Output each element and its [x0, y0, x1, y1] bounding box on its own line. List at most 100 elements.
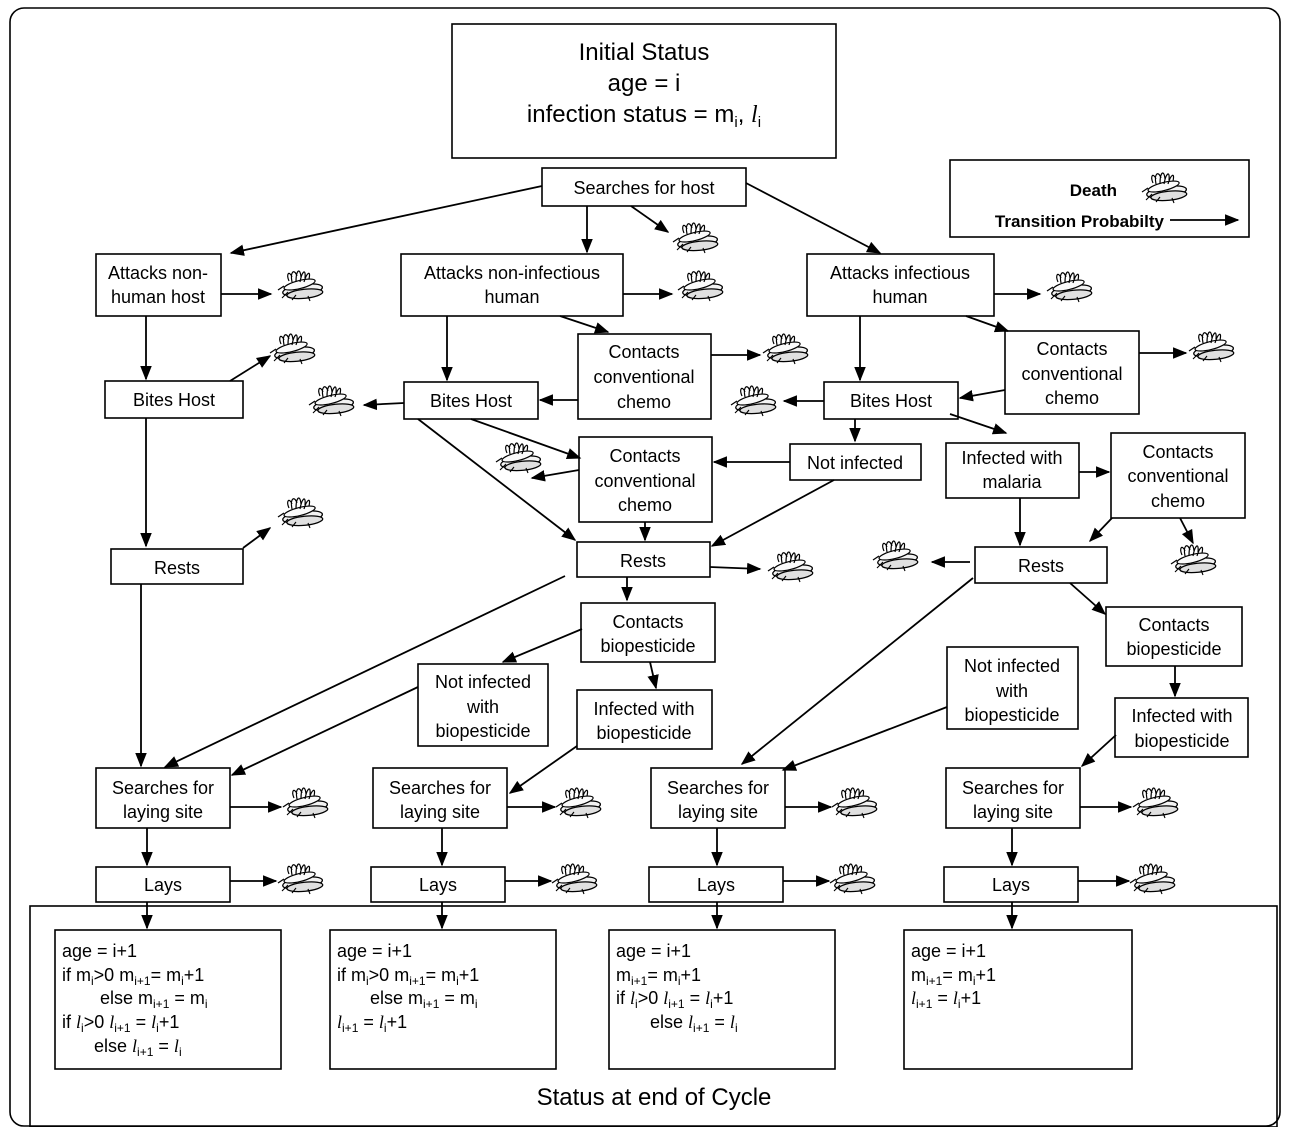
node-attacks-nonhuman: Attacks non-human host [95, 253, 222, 317]
death-icon [677, 270, 724, 302]
node-searches-host: Searches for host [541, 167, 747, 207]
svg-text:conventional: conventional [1127, 466, 1228, 486]
death-icon [277, 270, 324, 302]
svg-text:Bites Host: Bites Host [430, 391, 512, 411]
node-attacks-infectious: Attacks infectious human [806, 253, 995, 317]
svg-text:Infected with: Infected with [961, 448, 1062, 468]
svg-text:laying site: laying site [678, 802, 758, 822]
node-lays-1: Lays [95, 866, 231, 903]
svg-text:conventional: conventional [593, 367, 694, 387]
svg-text:Lays: Lays [992, 875, 1030, 895]
svg-text:Searches for: Searches for [112, 778, 214, 798]
status2-line2: if mi>0 mi+1= mi+1 [337, 965, 479, 988]
svg-text:chemo: chemo [1151, 491, 1205, 511]
death-icon [555, 787, 602, 819]
svg-text:Contacts: Contacts [608, 342, 679, 362]
svg-text:laying site: laying site [400, 802, 480, 822]
svg-text:conventional: conventional [1021, 364, 1122, 384]
svg-text:Bites Host: Bites Host [850, 391, 932, 411]
status1-line5: else li+1 = li [94, 1036, 182, 1059]
status3-line1: age = i+1 [616, 941, 691, 961]
death-icon [831, 787, 878, 819]
svg-text:chemo: chemo [617, 392, 671, 412]
svg-text:conventional: conventional [594, 471, 695, 491]
death-icon [495, 442, 542, 474]
initial-infection-line: infection status = mi, li [527, 101, 761, 131]
death-icon [277, 497, 324, 529]
node-lays-2: Lays [370, 866, 506, 903]
death-icon [872, 540, 919, 572]
legend: Death Transition Probabilty [949, 159, 1250, 238]
svg-text:Lays: Lays [697, 875, 735, 895]
node-bites-host-1: Bites Host [104, 380, 244, 419]
death-icon [551, 863, 598, 895]
svg-text:Attacks non-: Attacks non- [108, 263, 208, 283]
svg-text:Not infected: Not infected [807, 453, 903, 473]
node-not-infected: Not infected [789, 443, 922, 481]
svg-text:biopesticide: biopesticide [596, 723, 691, 743]
end-status-title: Status at end of Cycle [537, 1084, 772, 1111]
svg-text:chemo: chemo [618, 495, 672, 515]
status1-line3: else mi+1 = mi [100, 988, 208, 1011]
svg-text:biopesticide: biopesticide [600, 636, 695, 656]
node-laying-3: Searches for laying site [650, 767, 786, 829]
status3-line4: else li+1 = li [650, 1012, 738, 1035]
node-rests-1: Rests [110, 548, 244, 585]
status2-line1: age = i+1 [337, 941, 412, 961]
death-icon [762, 333, 809, 365]
status-box-3 [608, 929, 836, 1070]
node-laying-2: Searches for laying site [372, 767, 508, 829]
node-rests-3: Rests [974, 546, 1108, 584]
svg-text:Contacts: Contacts [609, 446, 680, 466]
death-icon [269, 333, 316, 365]
status2-line3: else mi+1 = mi [370, 988, 478, 1011]
svg-text:Attacks infectious: Attacks infectious [830, 263, 970, 283]
svg-text:Contacts: Contacts [612, 612, 683, 632]
svg-text:human: human [872, 287, 927, 307]
svg-text:Searches for: Searches for [667, 778, 769, 798]
svg-text:Rests: Rests [1018, 556, 1064, 576]
node-laying-4: Searches for laying site [945, 767, 1081, 829]
node-lays-3: Lays [648, 866, 784, 903]
svg-text:Searches for: Searches for [962, 778, 1064, 798]
node-chemo-d: Contacts conventional chemo [1110, 432, 1246, 519]
node-lays-4: Lays [943, 866, 1079, 903]
svg-text:Searches for: Searches for [389, 778, 491, 798]
svg-text:Attacks non-infectious: Attacks non-infectious [424, 263, 600, 283]
status-box-1-text: age = i+1 if mi>0 mi+1= mi+1 else mi+1 =… [62, 941, 208, 1059]
svg-text:malaria: malaria [982, 472, 1042, 492]
death-icon [1129, 863, 1176, 895]
svg-text:human host: human host [111, 287, 205, 307]
death-icon [1170, 544, 1217, 576]
death-icon [277, 863, 324, 895]
death-icon [282, 787, 329, 819]
svg-text:Rests: Rests [620, 551, 666, 571]
initial-status-title: Initial Status [579, 39, 710, 66]
status-box-4 [903, 929, 1133, 1070]
svg-text:Lays: Lays [419, 875, 457, 895]
svg-text:biopesticide: biopesticide [1134, 731, 1229, 751]
death-icon [1132, 787, 1179, 819]
status2-line4: li+1 = li+1 [337, 1012, 407, 1035]
status1-line1: age = i+1 [62, 941, 137, 961]
node-contacts-bio-1: Contacts biopesticide [580, 602, 716, 663]
svg-text:biopesticide: biopesticide [964, 705, 1059, 725]
death-icon [672, 222, 719, 254]
transition-arrows [135, 182, 1194, 930]
status1-line2: if mi>0 mi+1= mi+1 [62, 965, 204, 988]
svg-text:Not infected: Not infected [964, 656, 1060, 676]
svg-text:Contacts: Contacts [1142, 442, 1213, 462]
svg-text:Bites Host: Bites Host [133, 390, 215, 410]
svg-text:biopesticide: biopesticide [1126, 639, 1221, 659]
svg-text:laying site: laying site [973, 802, 1053, 822]
svg-text:Contacts: Contacts [1036, 339, 1107, 359]
status3-line3: if li>0 li+1 = li+1 [616, 988, 733, 1011]
